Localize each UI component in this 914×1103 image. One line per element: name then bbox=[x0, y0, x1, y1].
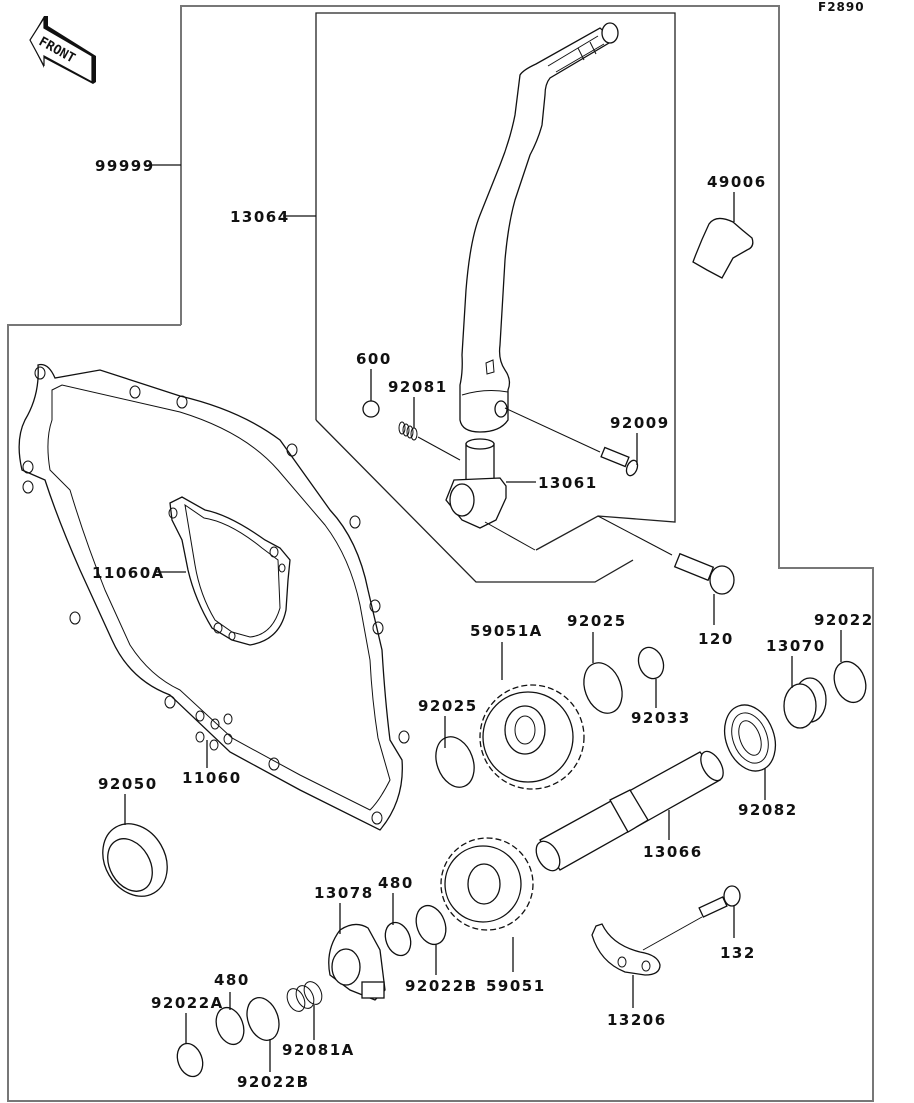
part-label-99999[interactable]: 99999 bbox=[95, 157, 155, 175]
part-label-92033[interactable]: 92033 bbox=[631, 709, 691, 727]
washer-92025-upper bbox=[583, 662, 623, 714]
ratchet bbox=[328, 923, 386, 1001]
front-arrow-icon: FRONT bbox=[29, 15, 96, 84]
kick-spring bbox=[723, 704, 777, 772]
oil-seal bbox=[102, 823, 168, 897]
part-label-13064[interactable]: 13064 bbox=[230, 208, 290, 226]
part-label-13070[interactable]: 13070 bbox=[766, 637, 826, 655]
part-label-13061[interactable]: 13061 bbox=[538, 474, 598, 492]
lever-assembly-frame bbox=[315, 12, 676, 551]
part-label-59051A[interactable]: 59051A bbox=[470, 622, 543, 640]
spring-small bbox=[398, 421, 418, 441]
part-label-59051[interactable]: 59051 bbox=[486, 977, 546, 995]
part-label-92022[interactable]: 92022 bbox=[814, 611, 874, 629]
part-label-480-lower[interactable]: 480 bbox=[214, 971, 250, 989]
steel-ball bbox=[362, 400, 380, 418]
part-label-92025-lower[interactable]: 92025 bbox=[418, 697, 478, 715]
circlip-480-lower bbox=[215, 1006, 245, 1046]
part-label-92081[interactable]: 92081 bbox=[388, 378, 448, 396]
bolt-120 bbox=[673, 552, 735, 595]
gear-59051 bbox=[440, 837, 534, 931]
spring-92081A bbox=[286, 981, 323, 1012]
kick-shaft bbox=[535, 750, 724, 872]
part-label-92022B-lower[interactable]: 92022B bbox=[237, 1073, 310, 1091]
part-label-600[interactable]: 600 bbox=[356, 350, 392, 368]
part-label-13206[interactable]: 13206 bbox=[607, 1011, 667, 1029]
part-label-92009[interactable]: 92009 bbox=[610, 414, 670, 432]
assembly-frame-outer bbox=[7, 5, 874, 1102]
circlip-92033 bbox=[637, 646, 665, 680]
spring-guide bbox=[783, 677, 827, 729]
part-label-120[interactable]: 120 bbox=[698, 630, 734, 648]
part-label-92081A[interactable]: 92081A bbox=[282, 1041, 355, 1059]
plate-13206 bbox=[591, 923, 661, 976]
figure-code: F2890 bbox=[818, 0, 865, 14]
screw-92009 bbox=[600, 446, 639, 477]
circlip-480-upper bbox=[384, 921, 412, 957]
part-label-11060A[interactable]: 11060A bbox=[92, 564, 165, 582]
inner-gasket bbox=[169, 496, 291, 646]
part-label-92022A[interactable]: 92022A bbox=[151, 994, 224, 1012]
part-label-92022B-upper[interactable]: 92022B bbox=[405, 977, 478, 995]
gear-59051A bbox=[479, 684, 585, 790]
washer-92022B-lower bbox=[246, 997, 280, 1041]
lever-pivot bbox=[445, 438, 507, 529]
kick-lever bbox=[459, 22, 619, 433]
part-label-92050[interactable]: 92050 bbox=[98, 775, 158, 793]
part-label-13066[interactable]: 13066 bbox=[643, 843, 703, 861]
washer-92022A bbox=[176, 1042, 204, 1078]
washer-92022 bbox=[833, 660, 867, 704]
part-label-92082[interactable]: 92082 bbox=[738, 801, 798, 819]
part-label-13078[interactable]: 13078 bbox=[314, 884, 374, 902]
part-label-92025-upper[interactable]: 92025 bbox=[567, 612, 627, 630]
washer-92022B-upper bbox=[415, 904, 447, 946]
pedal-rubber bbox=[692, 217, 754, 279]
part-label-11060[interactable]: 11060 bbox=[182, 769, 242, 787]
washer-92025-lower bbox=[435, 736, 475, 788]
part-label-49006[interactable]: 49006 bbox=[707, 173, 767, 191]
part-label-132[interactable]: 132 bbox=[720, 944, 756, 962]
bolt-132 bbox=[698, 885, 741, 918]
part-label-480-upper[interactable]: 480 bbox=[378, 874, 414, 892]
